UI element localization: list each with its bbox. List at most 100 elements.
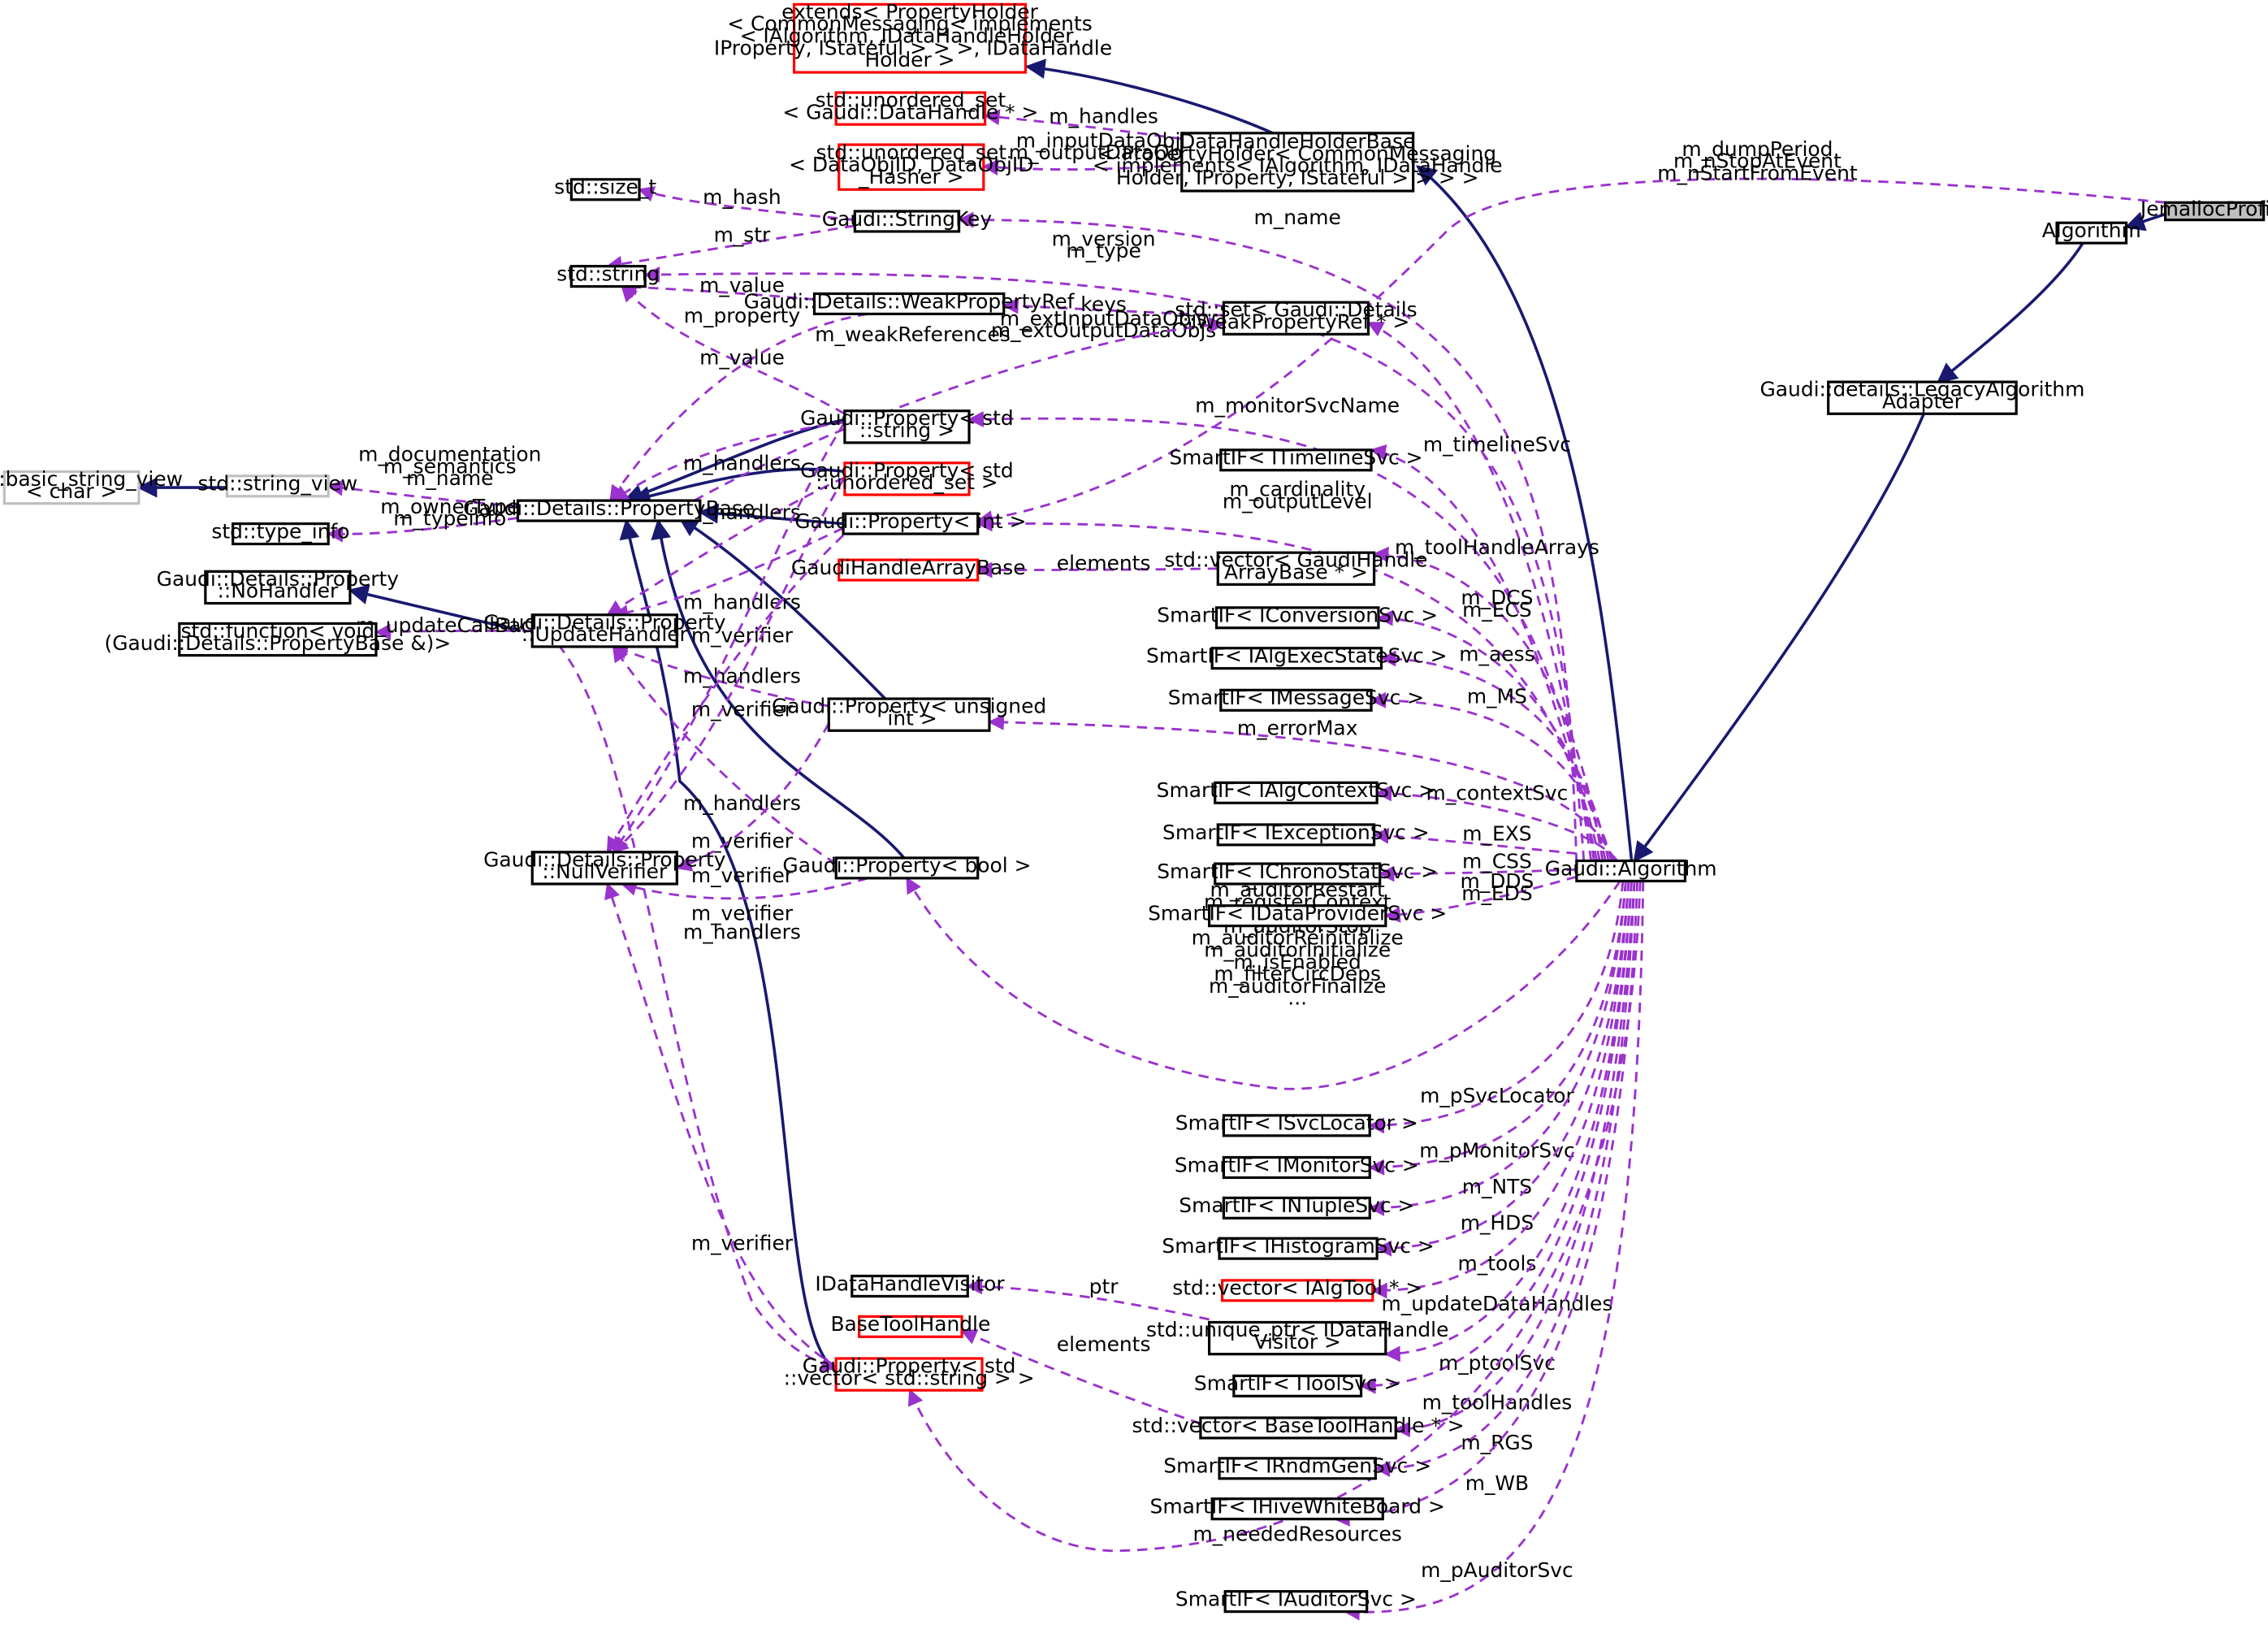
usage-edge (1370, 444, 1599, 861)
edge-label-bool-members: m_doTimelinem_auditorRestartm_registerCo… (1192, 866, 1404, 1010)
node-prop-unsigned-box (827, 697, 991, 732)
edge-label-verifier-2: m_verifier (691, 697, 794, 721)
node-datahandle-holder[interactable]: DataHandleHolderBase< PropertyHolder< Co… (1093, 130, 1503, 193)
node-type-info-box (232, 522, 330, 546)
node-std-string-box (569, 265, 647, 288)
node-propertybase-label: Gaudi::Details::PropertyBase (463, 496, 755, 520)
node-smartif-timeline[interactable]: SmartIF< ITimelineSvc > (1169, 446, 1422, 472)
edge-label-handlers-1: m_handlers (683, 452, 801, 475)
node-smartif-dataprovider[interactable]: SmartIF< IDataProviderSvc > (1148, 901, 1447, 928)
node-basic-string-view[interactable]: std::basic_string_view< char > (0, 467, 183, 505)
node-set-weakpropertyref-label: std::set< Gaudi::Details::WeakPropertyRe… (1175, 298, 1417, 334)
node-datahandle-holder-label: DataHandleHolderBase< PropertyHolder< Co… (1093, 130, 1503, 189)
node-smartif-message-box (1219, 688, 1373, 712)
node-nullverifier[interactable]: Gaudi::Details::Property::NullVerifier (483, 847, 725, 886)
node-nohandler[interactable]: Gaudi::Details::Property::NoHandler (157, 567, 399, 605)
node-algorithm[interactable]: Algorithm (2042, 219, 2141, 245)
node-vector-basetoolhandle[interactable]: std::vector< BaseToolHandle * > (1132, 1414, 1465, 1440)
node-smartif-monitor[interactable]: SmartIF< IMonitorSvc > (1175, 1153, 1419, 1180)
node-extends[interactable]: extends< PropertyHolder< CommonMessaging… (708, 0, 1112, 74)
node-smartif-svclocator-box (1222, 1114, 1371, 1137)
usage-edge (1368, 881, 1627, 1176)
node-smartif-conversion[interactable]: SmartIF< IConversionSvc > (1157, 604, 1438, 630)
node-stringkey-box (853, 210, 961, 233)
inheritance-edge (619, 518, 838, 1373)
node-datahandle-holder-box (1180, 132, 1415, 193)
node-gaudihandlearraybase-box (838, 558, 980, 582)
node-smartif-timeline-label: SmartIF< ITimelineSvc > (1169, 446, 1422, 470)
node-vector-gaudihandle-box (1216, 551, 1376, 586)
usage-edge (907, 881, 1642, 1553)
node-propertybase[interactable]: Gaudi::Details::PropertyBase (463, 496, 755, 522)
node-string-view[interactable]: std::string_view (198, 472, 358, 498)
node-prop-unordered-set[interactable]: Gaudi::Property< std::unordered_set > (800, 458, 1014, 496)
usage-edge (327, 479, 518, 508)
node-smartif-timeline-box (1219, 448, 1373, 472)
node-unordered-set-datahandle[interactable]: std::unordered_set< Gaudi::DataHandle * … (782, 89, 1038, 126)
node-smartif-auditor[interactable]: SmartIF< IAuditorSvc > (1175, 1587, 1417, 1614)
node-basetoolhandle-box (858, 1315, 963, 1338)
node-smartif-rndmgen-label: SmartIF< IRndmGenSvc > (1163, 1454, 1431, 1478)
node-prop-bool[interactable]: Gaudi::Property< bool > (782, 854, 1031, 880)
node-extends-label: extends< PropertyHolder< CommonMessaging… (708, 0, 1112, 71)
node-smartif-exception-label: SmartIF< IExceptionSvc > (1162, 821, 1430, 844)
edge-label-monitor-svc-name: m_monitorSvcName (1195, 393, 1400, 417)
edge-label-verifier-5: m_verifier (691, 901, 794, 925)
inheritance-edge (651, 518, 906, 860)
node-std-string[interactable]: std::string (556, 262, 660, 288)
node-smartif-ntuple[interactable]: SmartIF< INTupleSvc > (1179, 1194, 1414, 1220)
node-jemalloc[interactable]: JemallocProfile (2139, 197, 2268, 222)
node-prop-int[interactable]: Gaudi::Property< int > (794, 509, 1027, 535)
node-prop-vector-string[interactable]: Gaudi::Property< std::vector< std::strin… (784, 1354, 1035, 1392)
node-gaudi-algorithm-box (1575, 859, 1687, 883)
node-std-function[interactable]: std::function< void(Gaudi::Details::Prop… (105, 619, 452, 657)
node-smartif-chrono[interactable]: SmartIF< IChronoStatSvc > (1157, 860, 1438, 886)
usage-edge (957, 211, 1578, 864)
usage-edge (976, 561, 1218, 578)
node-set-weakpropertyref[interactable]: std::set< Gaudi::Details::WeakPropertyRe… (1175, 298, 1418, 336)
node-smartif-svclocator[interactable]: SmartIF< ISvcLocator > (1175, 1111, 1418, 1137)
node-unique-ptr-visitor-box (1207, 1320, 1387, 1356)
node-smartif-exception[interactable]: SmartIF< IExceptionSvc > (1162, 821, 1430, 847)
node-smartif-algexec[interactable]: SmartIF< IAlgExecStateSvc > (1146, 644, 1448, 670)
node-updatehandler[interactable]: Gaudi::Details::Property::UpdateHandler (483, 610, 725, 648)
node-extends-box (792, 2, 1028, 74)
node-smartif-algcontext[interactable]: SmartIF< IAlgContextSvc > (1157, 778, 1436, 804)
node-stringkey[interactable]: Gaudi::StringKey (822, 207, 992, 233)
node-smartif-hivewhiteboard[interactable]: SmartIF< IHiveWhiteBoard > (1150, 1495, 1445, 1521)
node-unordered-set-dataobjid[interactable]: std::unordered_set< DataObjID, DataObjID… (789, 141, 1033, 191)
usage-edge (620, 279, 815, 301)
node-smartif-message[interactable]: SmartIF< IMessageSvc > (1168, 686, 1424, 712)
node-smartif-histogram[interactable]: SmartIF< IHistogramSvc > (1162, 1234, 1435, 1260)
usage-edge (1002, 297, 1224, 317)
node-idatahandlevisitor[interactable]: IDataHandleVisitor (815, 1272, 1005, 1298)
node-vector-ialgtool[interactable]: std::vector< IAlgTool * > (1172, 1276, 1422, 1302)
node-basetoolhandle[interactable]: BaseToolHandle (830, 1312, 990, 1338)
node-std-function-label: std::function< void(Gaudi::Details::Prop… (105, 619, 452, 655)
usage-edge (1333, 881, 1639, 1527)
node-size-t[interactable]: std::size_t (554, 175, 656, 201)
node-prop-string[interactable]: Gaudi::Property< std::string > (800, 406, 1014, 444)
node-smartif-auditor-box (1223, 1590, 1369, 1614)
node-gaudi-algorithm[interactable]: Gaudi::Algorithm (1545, 856, 1717, 883)
inheritance-edge (630, 467, 846, 506)
node-type-info[interactable]: std::type_info (211, 519, 350, 546)
node-basetoolhandle-label: BaseToolHandle (830, 1312, 990, 1336)
inheritance-edge (1633, 413, 1925, 863)
node-weakpropertyref[interactable]: Gaudi::Details::WeakPropertyRef (744, 289, 1076, 316)
node-smartif-conversion-box (1214, 606, 1380, 630)
inheritance-edge (2124, 211, 2171, 232)
node-prop-unsigned[interactable]: Gaudi::Property< unsigned int > (772, 695, 1046, 732)
node-smartif-tool[interactable]: SmartIF< IToolSvc > (1194, 1371, 1401, 1397)
edge-label-value-propstring: m_value (699, 346, 785, 370)
usage-edge (1372, 546, 1604, 861)
node-prop-bool-label: Gaudi::Property< bool > (782, 854, 1031, 877)
node-gaudihandlearraybase[interactable]: GaudiHandleArrayBase (791, 556, 1026, 582)
edge-label-wb: m_WB (1465, 1471, 1529, 1495)
node-smartif-rndmgen[interactable]: SmartIF< IRndmGenSvc > (1163, 1454, 1431, 1480)
node-unordered-set-dataobjid-box (838, 143, 985, 191)
